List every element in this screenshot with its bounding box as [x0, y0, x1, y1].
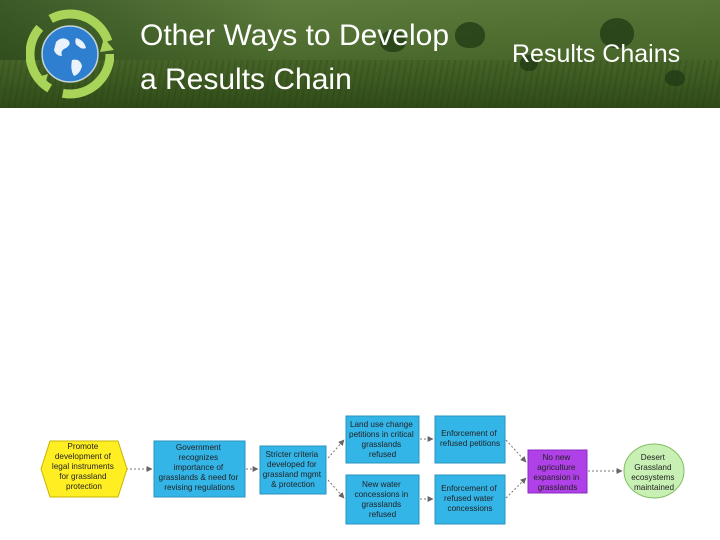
strategy-shape: [40, 440, 128, 498]
result-shape: [345, 415, 420, 464]
arrow-criteria-to-landuse: [327, 439, 345, 459]
threat-reduction-label: No new agriculture expansion in grasslan…: [533, 453, 581, 492]
arrow-enf1-to-noag: [505, 439, 527, 463]
strategy-label: Promote development of legal instruments…: [52, 442, 116, 491]
result-node-water: New water concessions in grasslands refu…: [345, 474, 420, 525]
threat-reduction-node: No new agriculture expansion in grasslan…: [527, 449, 588, 494]
result-label: New water concessions in grasslands refu…: [355, 480, 411, 519]
header-banner: Other Ways to Develop a Results Chain Re…: [0, 0, 720, 108]
result-label: Enforcement of refused water concessions: [441, 484, 499, 513]
threat-reduction-shape: [527, 449, 588, 494]
page-title-line2: a Results Chain: [140, 63, 352, 96]
banner-tree: [380, 30, 406, 52]
page-title-line1: Other Ways to Develop: [140, 19, 450, 52]
result-node-enforcement-petitions: Enforcement of refused petitions: [434, 415, 506, 464]
overlay-title: Results Chains: [512, 40, 681, 68]
result-shape: [153, 440, 246, 498]
result-node-landuse: Land use change petitions in critical gr…: [345, 415, 420, 464]
arrow-criteria-to-water: [327, 479, 345, 499]
banner-tree: [600, 18, 634, 48]
result-label: Stricter criteria developed for grasslan…: [263, 450, 324, 489]
result-shape: [345, 474, 420, 525]
result-label: Land use change petitions in critical gr…: [349, 420, 416, 459]
result-label: Government recognizes importance of gras…: [159, 443, 241, 492]
page-title: Other Ways to Develop a Results Chain: [140, 14, 449, 102]
result-node-enforcement-water: Enforcement of refused water concessions: [434, 474, 506, 525]
result-shape: [259, 445, 327, 495]
target-node: Desert Grassland ecosystems maintained: [623, 443, 685, 499]
chain-arrows: [126, 436, 623, 502]
result-shape: [434, 415, 506, 464]
target-label: Desert Grassland ecosystems maintained: [631, 453, 677, 492]
banner-tree: [520, 55, 538, 71]
banner-tree: [665, 70, 685, 86]
globe-recycle-logo-icon: [26, 9, 114, 99]
banner-grass: [0, 60, 720, 108]
result-label: Enforcement of refused petitions: [440, 429, 500, 448]
result-node-criteria: Stricter criteria developed for grasslan…: [259, 445, 327, 495]
arrow-enf2-to-noag: [505, 477, 527, 499]
banner-tree: [455, 22, 485, 48]
target-shape: [623, 443, 685, 499]
result-node-government: Government recognizes importance of gras…: [153, 440, 246, 498]
strategy-node: Promote development of legal instruments…: [40, 440, 128, 498]
result-shape: [434, 474, 506, 525]
